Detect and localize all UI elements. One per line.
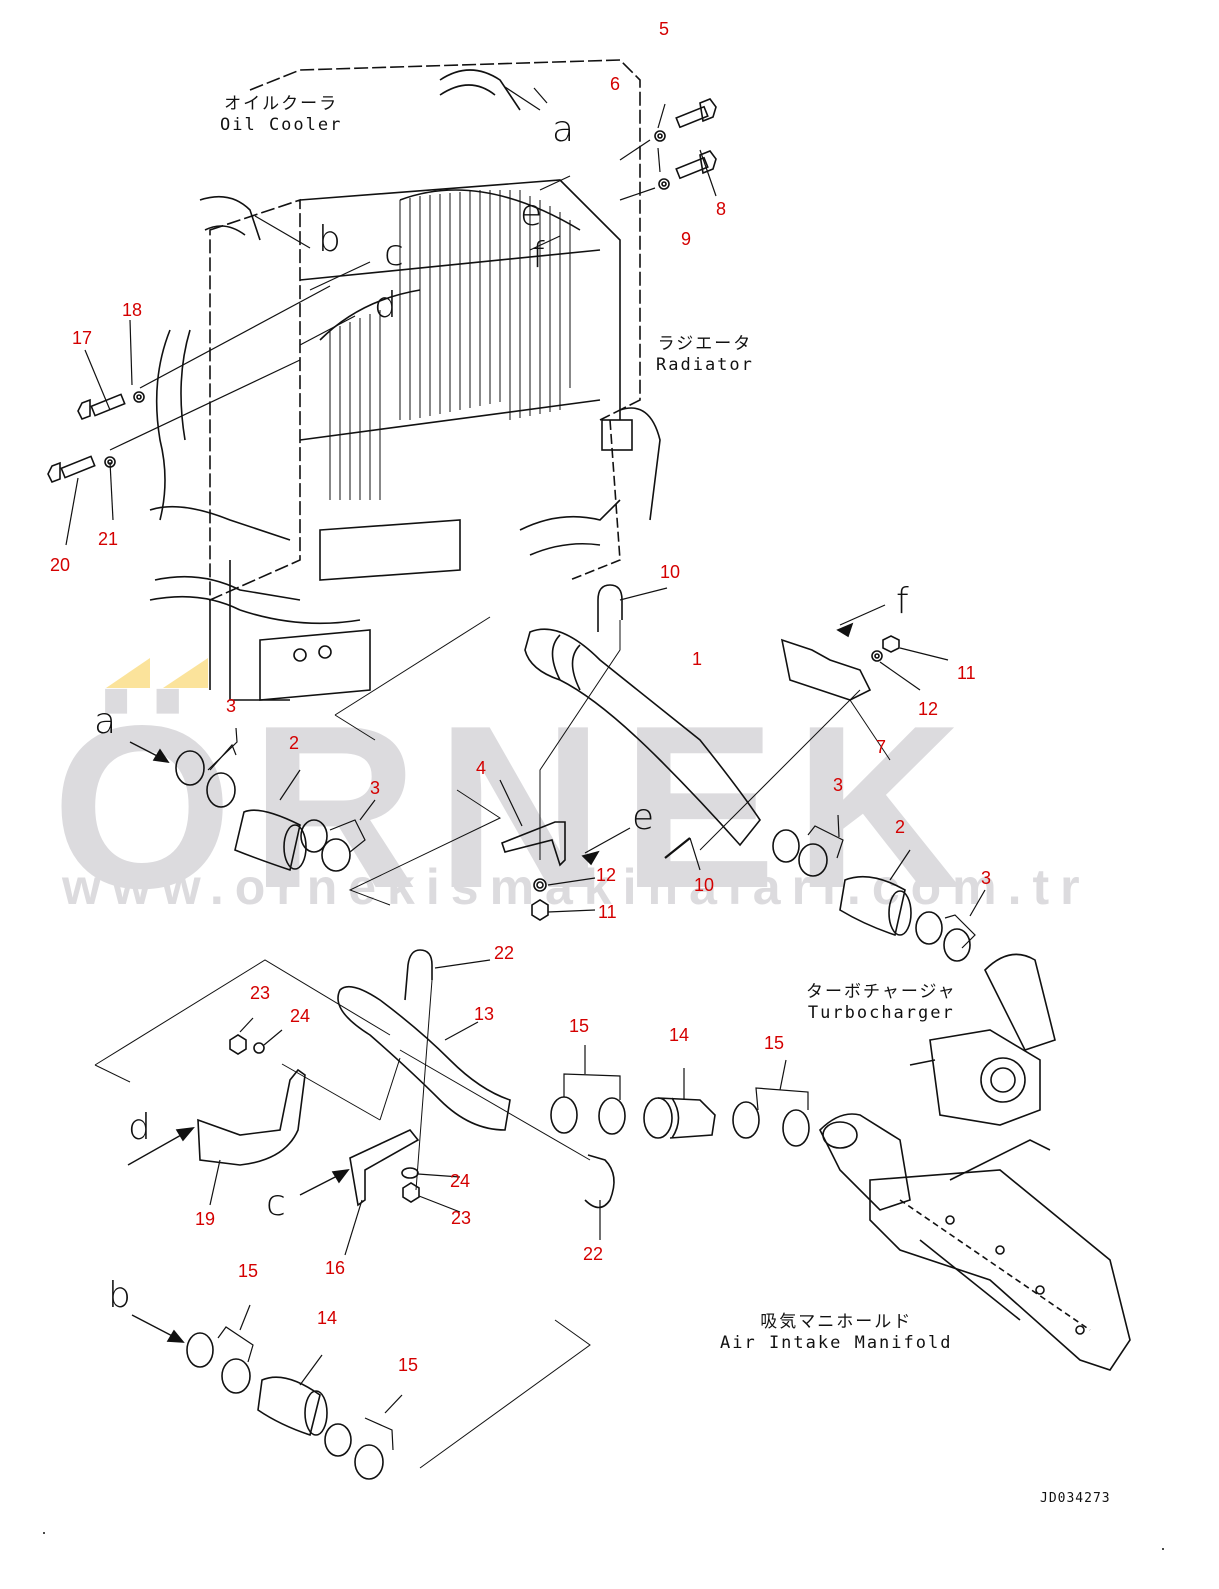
part-label-22-top: 22 [494,943,515,963]
part-label-10-bottom: 10 [694,875,715,895]
ref-letter-a-bottom: a [94,701,117,742]
caption-turbocharger: ターボチャージャ Turbocharger [806,982,957,1024]
part-label-11-top: 11 [957,663,976,683]
part-label-3-d: 3 [981,868,992,888]
part-label-14-bottom: 14 [317,1308,338,1328]
part-label-23-top: 23 [250,983,271,1003]
part-label-3-c: 3 [833,775,844,795]
part-label-7: 7 [876,737,887,757]
part-label-17: 17 [72,328,93,348]
ref-letter-e-bottom: e [632,797,655,838]
part-label-22-bottom: 22 [583,1244,604,1264]
radiator-assembly-drawing [149,59,661,701]
ref-letter-f-bottom: f [896,581,909,622]
part-label-15-d: 15 [398,1355,419,1375]
part-label-1: 1 [692,649,703,669]
part-label-24-top: 24 [290,1006,311,1026]
caption-turbocharger-en: Turbocharger [807,1003,955,1023]
part-label-20: 20 [50,555,71,575]
ref-letter-b-bottom: b [108,1275,131,1316]
ref-letter-c-bottom: c [266,1183,286,1224]
ref-letter-c-top: c [384,233,404,274]
part-label-24-bottom: 24 [450,1171,471,1191]
part-label-2-left: 2 [289,733,300,753]
bolts-upper-right [654,98,717,190]
ref-letter-a-top: a [552,109,575,150]
caption-oil-cooler: オイルクーラ Oil Cooler [220,94,342,136]
caption-oil-cooler-en: Oil Cooler [220,115,343,135]
part-label-10-top: 10 [660,562,681,582]
watermark-brand: ÖRNEK [52,678,980,937]
part-label-8: 8 [716,199,727,219]
ref-letter-e-top: e [520,193,543,234]
part-label-18: 18 [122,300,143,320]
part-label-16: 16 [325,1258,346,1278]
part-label-9: 9 [681,229,692,249]
caption-radiator-en: Radiator [656,355,754,375]
ref-letter-d-bottom: d [128,1107,151,1148]
bolts-upper-left [47,391,145,484]
part-label-11-mid: 11 [598,902,617,922]
part-label-2-right: 2 [895,817,906,837]
part-label-5: 5 [659,19,670,39]
part-label-14-top: 14 [669,1025,690,1045]
part-label-13: 13 [474,1004,495,1024]
part-label-3-b: 3 [370,778,381,798]
part-label-23-bottom: 23 [451,1208,472,1228]
ref-letter-d-top: d [374,285,397,326]
drawing-code: JD034273 [1040,1491,1111,1506]
part-label-19: 19 [195,1209,216,1229]
caption-air-intake-manifold-jp: 吸気マニホールド [760,1312,913,1332]
part-label-12-top: 12 [918,699,939,719]
part-label-4: 4 [476,758,487,778]
turbo-manifold-drawing [819,953,1131,1371]
caption-air-intake-manifold-en: Air Intake Manifold [720,1333,953,1353]
part-label-21: 21 [98,529,119,549]
caption-radiator: ラジエータ Radiator [656,334,754,376]
part-label-15-c: 15 [238,1261,259,1281]
part-label-6: 6 [610,74,621,94]
part-label-15-b: 15 [764,1033,785,1053]
part-label-15-a: 15 [569,1016,590,1036]
part-label-3-a: 3 [226,696,237,716]
ref-letter-b-top: b [318,219,341,260]
part-label-12-mid: 12 [596,865,617,885]
caption-radiator-jp: ラジエータ [657,334,753,354]
caption-turbocharger-jp: ターボチャージャ [806,982,957,1002]
ref-letter-f-top: f [532,235,545,276]
middle-group-drawing [129,584,986,962]
lower-group-drawing [94,949,810,1480]
caption-air-intake-manifold: 吸気マニホールド Air Intake Manifold [720,1312,952,1354]
caption-oil-cooler-jp: オイルクーラ [224,94,339,114]
